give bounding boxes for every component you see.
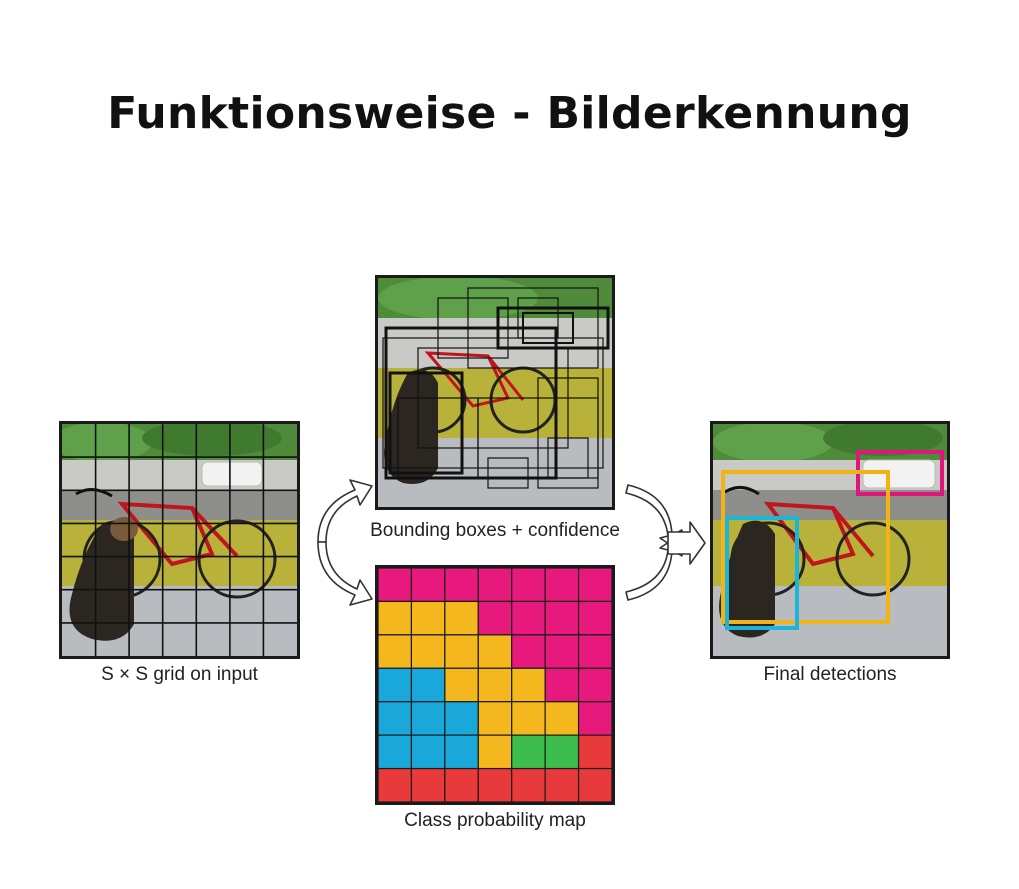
dog-detection-box [725, 516, 799, 630]
class-cell [577, 734, 612, 770]
class-cell [577, 701, 612, 736]
class-cell [444, 734, 479, 770]
class-cell [544, 568, 580, 603]
input-scene-illustration [62, 424, 297, 656]
class-cell [444, 634, 479, 669]
boxes-caption: Bounding boxes + confidence [370, 520, 620, 541]
class-cell [477, 767, 513, 802]
class-cell [410, 767, 446, 802]
page-title: Funktionsweise - Bilderkennung [107, 88, 912, 139]
class-cell [544, 701, 580, 736]
final-caption: Final detections [763, 664, 897, 685]
arrow-to-final [667, 521, 706, 565]
arrow-to-boxes [317, 479, 373, 543]
class-cell [477, 701, 513, 736]
class-cell [410, 667, 446, 703]
bounding-boxes-illustration [378, 278, 612, 507]
class-probability-panel [375, 565, 615, 805]
class-cell [511, 767, 546, 802]
input-grid-panel [59, 421, 300, 659]
class-cell [444, 767, 479, 802]
bounding-boxes-panel [375, 275, 615, 510]
class-cell [477, 667, 513, 703]
class-probability-grid [378, 568, 612, 802]
class-cell [378, 667, 413, 703]
classmap-caption: Class probability map [404, 810, 586, 831]
arrow-to-classmap [317, 541, 373, 606]
class-cell [544, 734, 580, 770]
bicycle-detection-box [721, 470, 890, 624]
class-cell [511, 568, 546, 603]
class-cell [577, 568, 612, 603]
class-cell [511, 634, 546, 669]
input-caption: S × S grid on input [101, 664, 258, 685]
final-detections-illustration [713, 424, 947, 656]
final-detections-panel [710, 421, 950, 659]
class-cell [410, 600, 446, 636]
class-cell [544, 667, 580, 703]
